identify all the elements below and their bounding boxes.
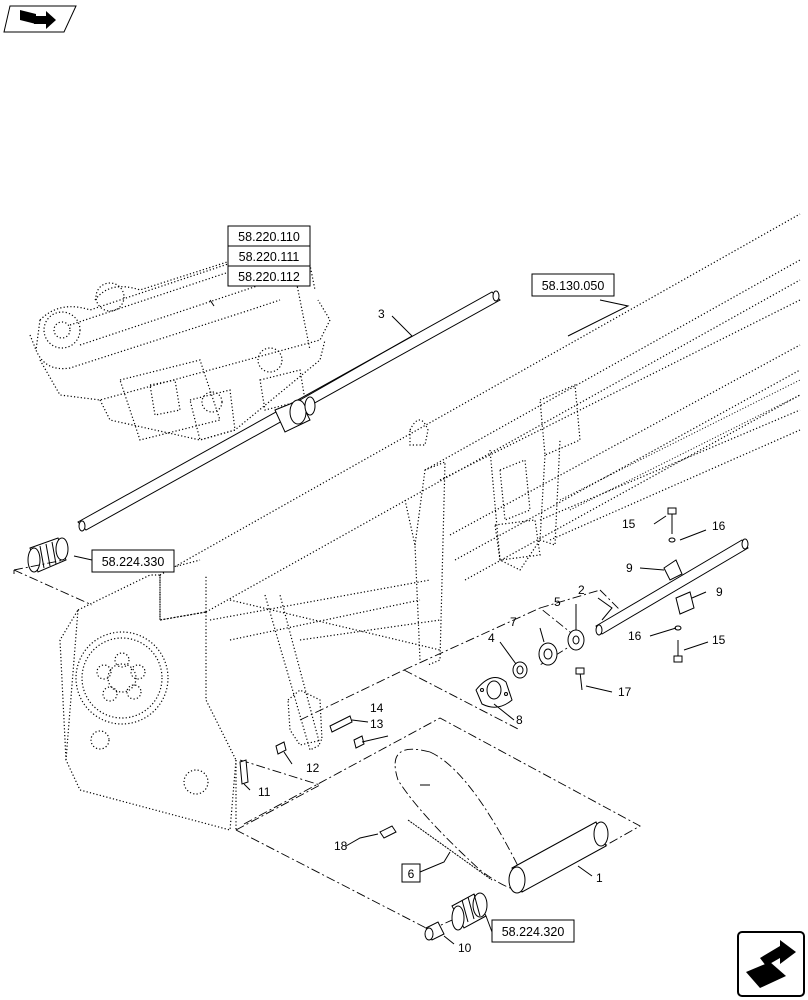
callout-15-lower: 15 <box>712 633 726 647</box>
callout-8: 8 <box>516 713 523 727</box>
svg-text:58.220.111: 58.220.111 <box>239 250 300 264</box>
callout-15-upper: 15 <box>622 517 636 531</box>
bolt-15-lower <box>673 640 683 663</box>
callout-box-6[interactable]: 6 <box>401 863 421 883</box>
callout-11: 11 <box>258 785 271 799</box>
return-arrow-icon[interactable] <box>737 931 805 997</box>
bushing-10 <box>424 921 445 941</box>
svg-text:58.224.330: 58.224.330 <box>102 555 165 569</box>
ref-box-58-220-110[interactable]: 58.220.110 <box>227 225 311 247</box>
callout-9-upper: 9 <box>626 561 633 575</box>
pin-13 <box>353 735 365 749</box>
ref-box-58-130-050[interactable]: 58.130.050 <box>531 273 615 297</box>
book-arrow-icon[interactable] <box>3 5 77 33</box>
callout-3: 3 <box>378 307 385 321</box>
pin-14 <box>329 715 353 733</box>
leader-lines <box>73 299 709 945</box>
bearing-4 <box>512 661 528 679</box>
flange-housing-8 <box>475 677 513 708</box>
callout-18: 18 <box>334 839 348 853</box>
bolt-15-upper <box>667 507 677 534</box>
callout-10: 10 <box>458 941 472 955</box>
callout-13: 13 <box>370 717 384 731</box>
bracket-9-lower <box>675 591 695 615</box>
bracket-9-upper <box>663 559 683 581</box>
coupling-gear <box>27 537 69 573</box>
callout-5: 5 <box>554 595 561 609</box>
shaft-2 <box>595 538 749 636</box>
ref-box-58-224-330[interactable]: 58.224.330 <box>91 549 175 573</box>
ref-box-58-220-111[interactable]: 58.220.111 <box>227 245 311 267</box>
pin-11 <box>239 759 249 785</box>
drive-shaft-3 <box>77 290 501 532</box>
sprocket-gear <box>451 892 488 931</box>
bolt-17 <box>575 667 585 691</box>
callout-1: 1 <box>596 871 603 885</box>
header-frame-assembly <box>59 213 801 831</box>
callout-9-lower: 9 <box>716 585 723 599</box>
ref-box-58-224-320[interactable]: 58.224.320 <box>491 919 575 943</box>
bearing-5 <box>567 629 585 651</box>
svg-text:58.130.050: 58.130.050 <box>542 279 605 293</box>
callout-16-lower: 16 <box>628 629 642 643</box>
callout-7: 7 <box>510 615 517 629</box>
callout-4: 4 <box>488 631 495 645</box>
callout-12: 12 <box>306 761 320 775</box>
pin-12 <box>275 741 287 755</box>
callout-14: 14 <box>370 701 384 715</box>
callout-2: 2 <box>578 583 585 597</box>
svg-text:6: 6 <box>408 867 415 881</box>
callout-16-upper: 16 <box>712 519 726 533</box>
svg-text:58.224.320: 58.224.320 <box>502 925 565 939</box>
bearing-7 <box>538 642 558 666</box>
key-18 <box>379 825 397 839</box>
chain-loop-6 <box>394 748 531 891</box>
ref-box-58-220-112[interactable]: 58.220.112 <box>227 265 311 287</box>
chain-segment <box>407 819 493 881</box>
svg-text:58.220.110: 58.220.110 <box>238 230 300 244</box>
svg-text:58.220.112: 58.220.112 <box>238 270 300 284</box>
callout-17: 17 <box>618 685 632 699</box>
roller-tube-1 <box>508 821 609 894</box>
washer-16-upper <box>668 537 676 543</box>
